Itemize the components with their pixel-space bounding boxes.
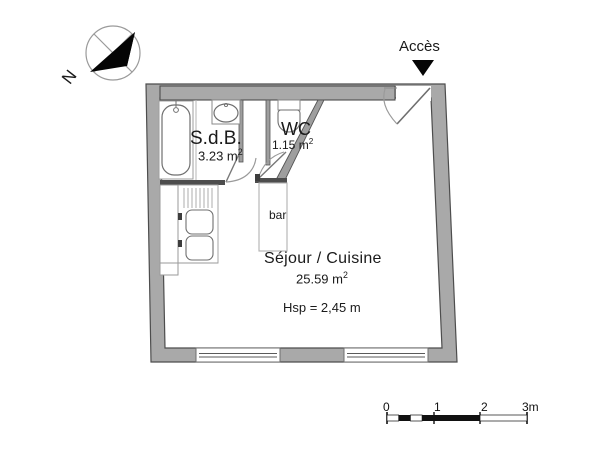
scale-tick-0: 0: [383, 400, 390, 414]
scale-tick-3: 3m: [522, 400, 539, 414]
partition-wc-left: [265, 99, 271, 166]
top-wall-band: [159, 85, 396, 101]
scale-bar: [386, 412, 528, 424]
room-area-wc-value: 1.15 m: [272, 138, 309, 152]
room-area-sejour-cuisine: 25.59 m2: [296, 270, 348, 286]
partition-wc-bottom: [255, 178, 287, 183]
partition-sdb-bottom: [160, 180, 225, 185]
window-left: [195, 347, 281, 363]
window-right: [343, 347, 429, 363]
scale-tick-1: 1: [434, 400, 441, 414]
room-area-sejour-exp: 2: [342, 270, 348, 280]
sdb-door: [225, 151, 257, 183]
access-label: Accès: [399, 38, 440, 55]
room-label-wc: WC: [281, 119, 311, 139]
room-label-sdb: S.d.B.: [190, 128, 242, 149]
partition-sdb-right: [238, 99, 244, 163]
kitchen-counter: [159, 184, 219, 276]
access-arrow-icon: [412, 60, 434, 76]
bar-label: bar: [269, 208, 287, 222]
room-label-sejour-cuisine: Séjour / Cuisine: [264, 250, 382, 267]
toilet-fixture: [277, 99, 301, 133]
room-area-sejour-value: 25.59 m: [296, 271, 343, 287]
compass-rose-icon: [85, 25, 141, 81]
ceiling-height-label: Hsp = 2,45 m: [283, 300, 361, 315]
room-area-sdb-exp: 2: [237, 147, 243, 157]
wc-door: [255, 151, 287, 181]
room-area-wc: 1.15 m2: [272, 137, 313, 152]
bar-counter: [258, 182, 288, 252]
scale-tick-2: 2: [481, 400, 488, 414]
room-area-wc-exp: 2: [308, 137, 314, 146]
washbasin-fixture: [211, 99, 241, 125]
room-area-sdb-value: 3.23 m: [198, 148, 238, 164]
entrance-door: [383, 87, 431, 125]
room-area-sdb: 3.23 m2: [198, 147, 243, 163]
bathtub-fixture: [158, 100, 194, 180]
